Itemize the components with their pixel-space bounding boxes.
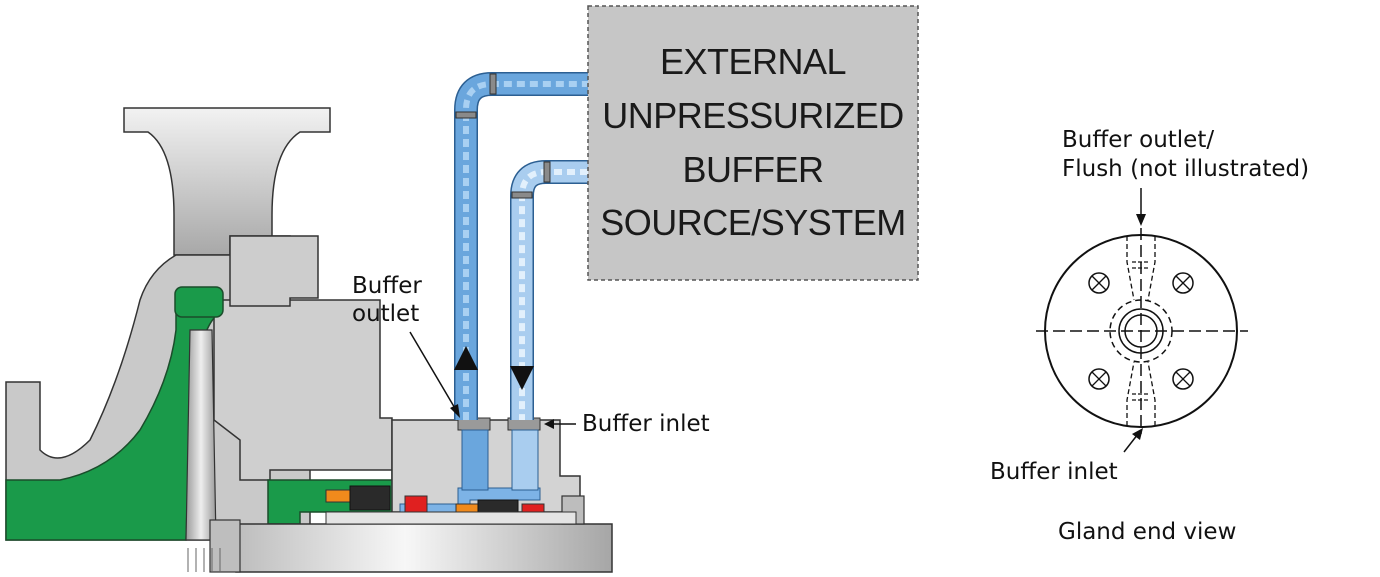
shaft: [235, 523, 613, 573]
seal-sleeve: [325, 511, 577, 525]
upper-housing: [229, 235, 319, 307]
inlet-pipe-coupling: [511, 191, 533, 199]
buffer-outlet-leader: [409, 331, 460, 418]
discharge-nozzle: [123, 107, 331, 256]
shaft-left: [209, 519, 241, 573]
outlet-port: [461, 429, 489, 491]
end-view-top-label-line2: Flush (not illustrated): [1062, 156, 1310, 182]
wear-ring: [174, 286, 224, 318]
shaft-hatching: [187, 548, 221, 572]
gland-inner-bore: [1124, 314, 1158, 348]
seal-face-dark-1: [349, 485, 391, 511]
bearing-frame: [213, 299, 393, 481]
box-text-line-3: BUFFER: [682, 149, 825, 190]
inlet-elbow-coupling: [543, 161, 551, 183]
buffer-outlet-label-line1: Buffer: [352, 273, 422, 299]
end-view-top-leader: [1136, 188, 1146, 226]
box-text-line-4: SOURCE/SYSTEM: [600, 202, 906, 243]
impeller-hub: [185, 329, 217, 541]
external-buffer-box: [587, 5, 919, 281]
box-text-line-2: UNPRESSURIZED: [602, 95, 904, 136]
flow-down-arrow: [510, 366, 534, 390]
buffer-inlet-leader: [544, 419, 576, 429]
inlet-port: [511, 429, 539, 491]
buffer-outlet-label-line2: outlet: [352, 301, 420, 327]
seal-face-red-1: [404, 495, 428, 513]
bolt-hole: [1088, 368, 1110, 390]
box-text-line-1: EXTERNAL: [659, 41, 847, 82]
end-view-top-label-line1: Buffer outlet/: [1062, 127, 1215, 153]
end-view-bottom-label: Buffer inlet: [990, 459, 1118, 485]
flow-up-arrow: [454, 346, 478, 370]
outlet-elbow-coupling: [489, 73, 497, 95]
bolt-hole: [1088, 272, 1110, 294]
outlet-pipe-coupling: [455, 111, 477, 119]
gland-end-view: [1036, 188, 1248, 453]
bolt-hole: [1172, 368, 1194, 390]
end-view-bottom-leader: [1123, 428, 1143, 453]
buffer-outlet-pipe: [454, 72, 588, 420]
buffer-inlet-label: Buffer inlet: [582, 411, 710, 437]
seal-face-orange: [325, 489, 351, 503]
pump-section: [5, 107, 613, 573]
buffer-inlet-pipe: [510, 160, 588, 420]
gland-inner-bore-outer: [1118, 308, 1164, 354]
bolt-hole: [1172, 272, 1194, 294]
gland-dashed-bore: [1109, 299, 1173, 363]
gland-end-view-caption: Gland end view: [1058, 519, 1237, 545]
